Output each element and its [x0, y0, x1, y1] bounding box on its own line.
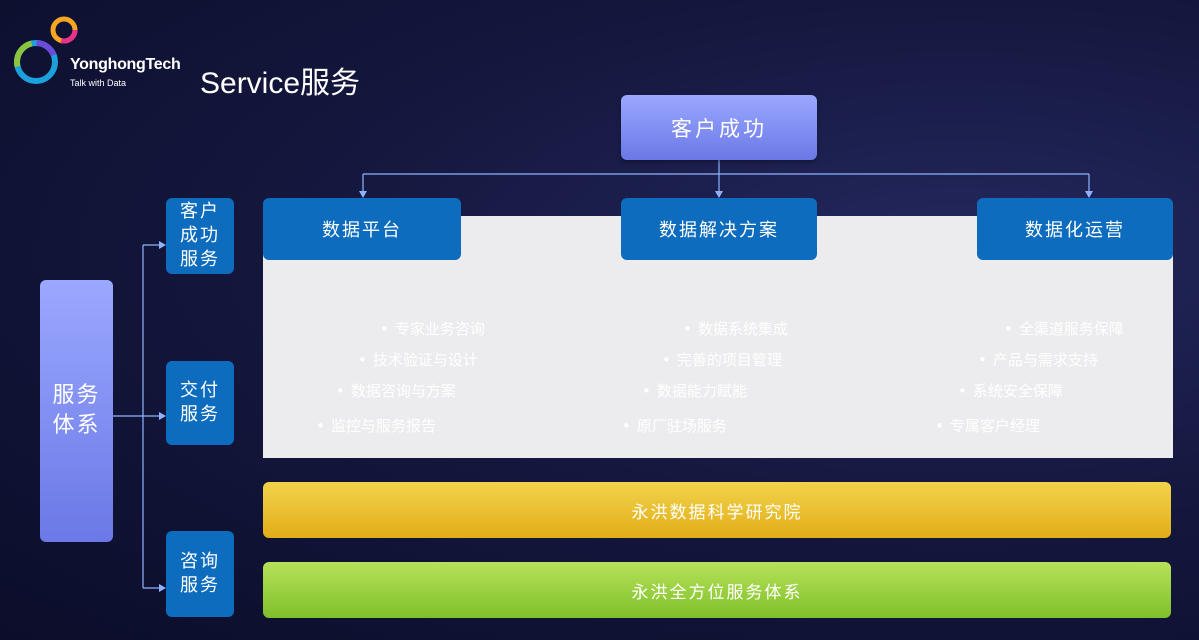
list-item: 产品与需求支持 [978, 349, 1098, 370]
side-connectors [113, 244, 163, 589]
yonghong-logo-icon [14, 16, 78, 84]
service-system-root: 服务体系 [40, 280, 113, 542]
list-item: 专属客户经理 [935, 415, 1040, 436]
list-item: 完善的项目管理 [662, 349, 782, 370]
service-system-band: 永洪全方位服务体系 [263, 562, 1171, 618]
column-heading-operation: 数据化运营 [977, 198, 1173, 260]
top-connectors [362, 160, 1090, 196]
list-item: 数据咨询与方案 [336, 380, 456, 401]
list-item: 全渠道服务保障 [1004, 318, 1124, 339]
list-item: 监控与服务报告 [316, 415, 436, 436]
list-item: 专家业务咨询 [380, 318, 485, 339]
top-node-customer-success: 客户成功 [621, 95, 817, 160]
service-system-root-label: 服务体系 [52, 383, 101, 438]
brand-name: YonghongTech [70, 56, 181, 73]
page-title: Service服务 [200, 67, 361, 100]
side-node-label: 客户成功服务 [180, 201, 220, 270]
brand-tagline: Talk with Data [70, 78, 127, 88]
list-item: 数据系统集成 [683, 318, 788, 339]
list-item: 数据能力赋能 [642, 380, 747, 401]
side-node-label: 交付服务 [180, 380, 220, 425]
column-heading-solution: 数据解决方案 [621, 198, 817, 260]
list-item: 系统安全保障 [958, 380, 1063, 401]
column-heading-platform: 数据平台 [263, 198, 461, 260]
list-item: 技术验证与设计 [358, 349, 478, 370]
research-institute-band: 永洪数据科学研究院 [263, 482, 1171, 538]
list-item: 原厂驻场服务 [622, 415, 727, 436]
side-node-label: 咨询服务 [180, 551, 220, 596]
side-node-consulting: 咨询服务 [166, 531, 234, 617]
side-node-delivery: 交付服务 [166, 361, 234, 445]
side-node-customer-success: 客户成功服务 [166, 198, 234, 274]
